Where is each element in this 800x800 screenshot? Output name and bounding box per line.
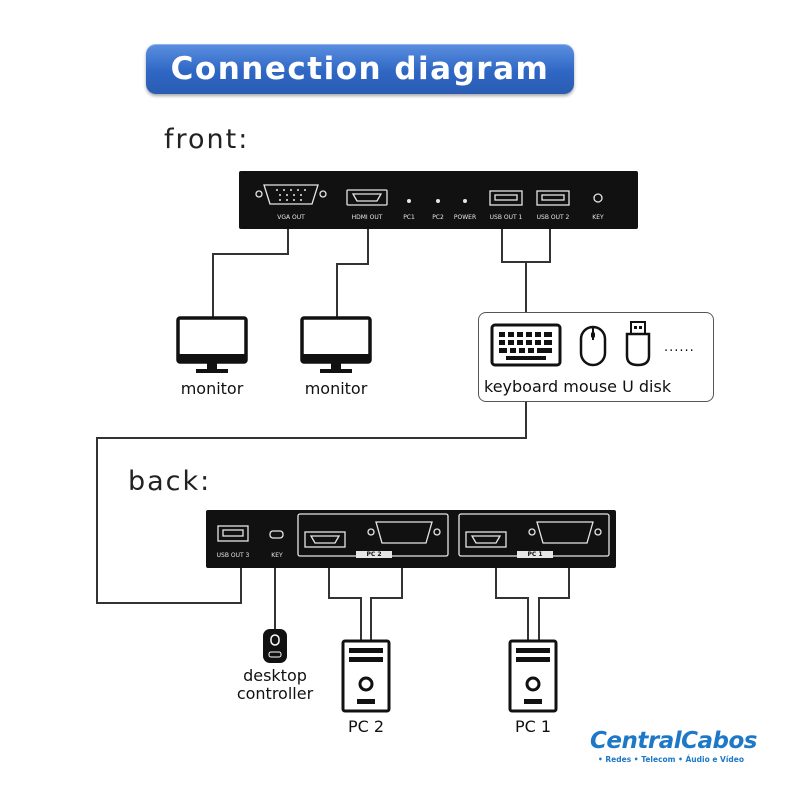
monitor-1-label: monitor: [180, 379, 244, 398]
brand-logo: CentralCabos: [590, 728, 757, 754]
front-port-shapes: [255, 184, 603, 206]
pc1-led-icon: [407, 199, 411, 203]
pc1-label: PC 1: [514, 717, 552, 736]
pc2-port-group: [297, 513, 449, 557]
mouse-icon: [579, 325, 607, 367]
front-heading: front:: [164, 124, 250, 155]
port-label: PC 1: [527, 551, 543, 558]
usb-out-3-port: [217, 525, 249, 542]
usb-out-1-port: [489, 190, 523, 206]
desktop-controller-label: desktop controller: [236, 666, 314, 703]
port-label: USB OUT 2: [536, 214, 570, 221]
port-label: KEY: [592, 214, 604, 221]
port-label: USB OUT 3: [216, 552, 250, 559]
key-port: [269, 530, 284, 539]
keyboard-icon: [490, 323, 562, 367]
back-panel: USB OUT 3 KEY PC 2 PC 1: [206, 510, 616, 568]
brand-tagline: • Redes • Telecom • Áudio e Vídeo: [598, 755, 745, 764]
power-led-icon: [463, 199, 467, 203]
peripherals-label: keyboard mouse U disk: [484, 377, 672, 396]
pc1-label-plate: [517, 551, 553, 558]
port-label: HDMI OUT: [351, 214, 383, 221]
pc-tower-icon: [341, 639, 391, 713]
more-devices-ellipsis: ......: [664, 340, 695, 355]
vga-out-port: [255, 184, 327, 205]
port-label: PC2: [432, 214, 444, 221]
port-label: KEY: [271, 552, 283, 559]
port-label: POWER: [453, 214, 477, 221]
port-label: PC1: [403, 214, 415, 221]
front-panel: VGA OUT HDMI OUT PC1 PC2 POWER USB OUT 1…: [239, 171, 638, 229]
pc2-led-icon: [436, 199, 440, 203]
usb-out-2-port: [536, 190, 570, 206]
pc-tower-icon: [508, 639, 558, 713]
back-port-shapes: [217, 513, 610, 558]
pc2-label: PC 2: [347, 717, 385, 736]
hdmi-out-port: [346, 189, 388, 206]
key-button-icon: [593, 193, 603, 203]
desktop-controller-icon: [263, 629, 287, 663]
usb-drive-icon: [625, 321, 651, 367]
monitor-icon: [176, 316, 248, 373]
monitor-icon: [300, 316, 372, 373]
diagram-title: Connection diagram: [146, 44, 574, 94]
back-heading: back:: [128, 466, 212, 497]
port-label: VGA OUT: [277, 214, 305, 221]
monitor-2-label: monitor: [304, 379, 368, 398]
port-label: PC 2: [366, 551, 382, 558]
pc1-port-group: [458, 513, 610, 557]
pc2-label-plate: [356, 551, 392, 558]
port-label: USB OUT 1: [489, 214, 523, 221]
